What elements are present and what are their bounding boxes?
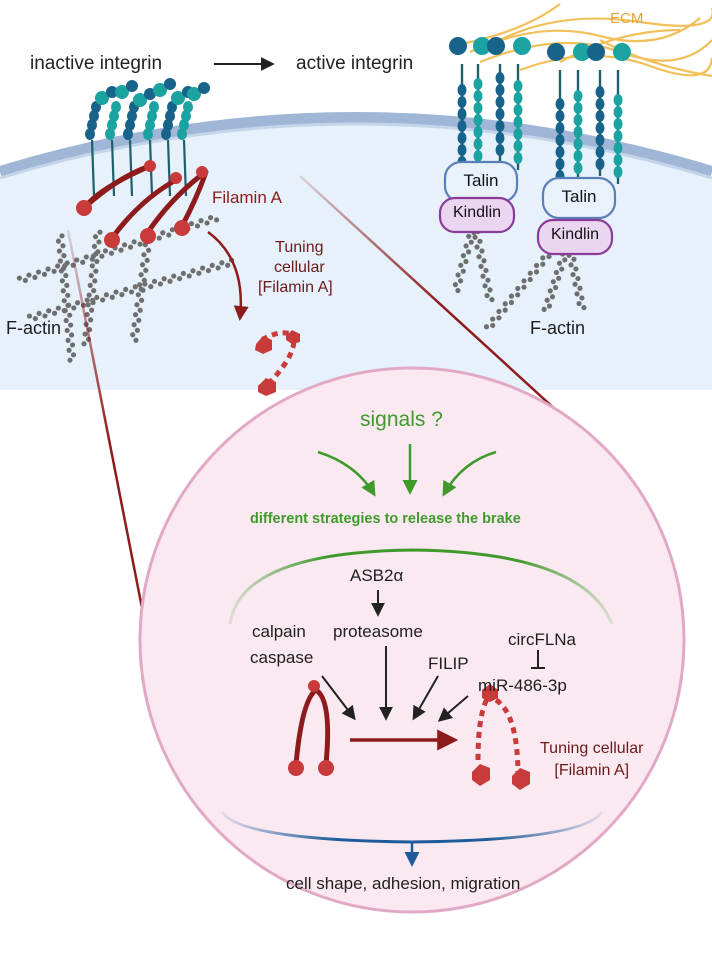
signal-arrow-right	[442, 450, 497, 497]
active-integrin	[613, 43, 631, 184]
ecm-label: ECM	[610, 10, 644, 27]
f-actin-filament	[55, 233, 77, 363]
kindlin-box-left	[438, 196, 516, 234]
inactive-integrin-label: inactive integrin	[30, 53, 163, 74]
kindlin-box-right	[536, 218, 614, 256]
active-integrins	[449, 37, 631, 188]
talin-label-right: Talin	[561, 187, 597, 206]
degraded-filamin-heads	[472, 684, 530, 790]
inactive-integrin	[123, 88, 156, 197]
tuning-arrow-top	[207, 230, 249, 321]
brake-arc	[228, 548, 614, 625]
active-integrin	[587, 43, 605, 176]
f-actin-filament	[81, 229, 103, 347]
talin-label-left: Talin	[463, 171, 499, 190]
active-integrin	[513, 37, 531, 170]
signals-label: signals ?	[360, 408, 443, 431]
asb2a-label: ASB2α	[350, 566, 404, 585]
kindlin-label-left: Kindlin	[452, 204, 502, 221]
filip-arrow	[412, 675, 439, 721]
active-integrin-label: active integrin	[296, 53, 414, 74]
inactive-integrin	[105, 80, 138, 197]
tuning-bottom-line-1: Tuning cellular	[540, 740, 644, 757]
filamin-a-label: Filamin A	[212, 188, 282, 207]
f-actin-right-label: F-actin	[530, 318, 586, 338]
zoom-circle	[138, 366, 686, 914]
active-integrin	[487, 37, 505, 162]
circfln-label: circFLNa	[508, 630, 577, 649]
intact-filamin	[288, 680, 334, 776]
tuning-label-top: Tuning cellular [Filamin A]	[258, 238, 333, 298]
active-integrin	[573, 43, 591, 180]
zoom-line-right	[299, 175, 581, 433]
cytoplasm	[0, 124, 712, 390]
degraded-filamin-top-heads	[255, 330, 300, 396]
tuning-bottom-line-2: [Filamin A]	[554, 762, 630, 779]
active-integrin	[449, 37, 467, 174]
degraded-filamin	[475, 692, 521, 777]
f-actin-filament	[452, 229, 477, 294]
cell-membrane	[0, 112, 712, 178]
kindlin-label-right: Kindlin	[550, 226, 600, 243]
cell-membrane-inner	[0, 122, 712, 180]
proteasome-label: proteasome	[333, 622, 423, 641]
f-actin-left	[16, 215, 235, 363]
calpain-label: calpain	[252, 622, 306, 641]
tuning-line-3: [Filamin A]	[258, 279, 333, 296]
caspase-label: caspase	[250, 648, 314, 667]
mirna-arrow	[437, 695, 469, 722]
tuning-line-2: cellular	[274, 259, 325, 276]
strategies-label: different strategies to release the brak…	[250, 511, 521, 527]
signal-arrow-left	[317, 450, 376, 497]
outcome-label: cell shape, adhesion, migration	[286, 874, 521, 893]
f-actin-filament	[541, 248, 571, 312]
tuning-label-bottom: Tuning cellular [Filamin A]	[540, 738, 643, 782]
filamin-a-heads	[76, 160, 208, 248]
filip-label: FILIP	[428, 654, 469, 673]
active-integrin	[473, 37, 491, 168]
f-actin-filament	[130, 237, 153, 343]
talin-box-right	[541, 176, 617, 220]
inactive-integrin	[177, 82, 210, 197]
calpain-arrow	[321, 675, 356, 721]
inactive-integrins	[85, 78, 210, 197]
f-actin-left-label: F-actin	[6, 318, 62, 338]
inactive-integrin	[85, 86, 118, 197]
tuning-line-1: Tuning	[275, 239, 324, 256]
mirna-label: miR-486-3p	[478, 676, 567, 695]
